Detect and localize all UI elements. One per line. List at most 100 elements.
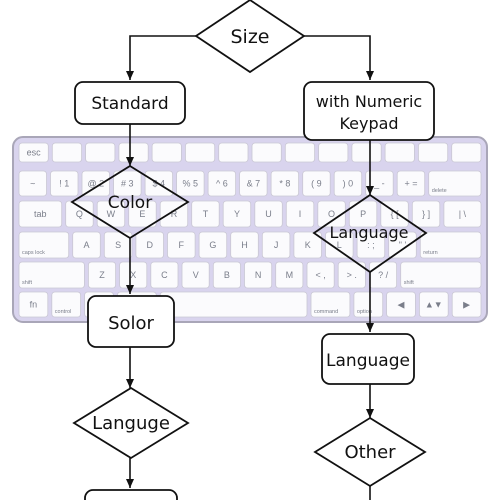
keyboard-key bbox=[254, 200, 283, 228]
keyboard-key-legend: % 5 bbox=[183, 179, 199, 189]
keyboard-key bbox=[65, 200, 94, 228]
keyboard-key bbox=[270, 170, 300, 197]
keyboard-key bbox=[51, 142, 82, 163]
keyboard-key bbox=[318, 142, 349, 163]
node-language-box: Language bbox=[321, 333, 415, 385]
keyboard-key bbox=[284, 142, 315, 163]
keyboard-key bbox=[113, 170, 142, 197]
keyboard-key bbox=[167, 231, 196, 259]
keyboard-key-legend: caps lock bbox=[22, 250, 45, 256]
keyboard-key bbox=[302, 170, 331, 197]
keyboard-key bbox=[18, 142, 49, 163]
keyboard-key bbox=[353, 291, 384, 318]
keyboard-key bbox=[388, 231, 417, 259]
keyboard-key-legend: X bbox=[130, 270, 136, 280]
keyboard-key-legend: ◀ bbox=[398, 300, 405, 310]
keyboard-key-legend: @ 2 bbox=[87, 179, 104, 189]
keyboard-key-legend: E bbox=[139, 209, 145, 219]
node-languge: Languge bbox=[72, 386, 190, 460]
keyboard-key-legend: D bbox=[146, 240, 153, 250]
keyboard-key bbox=[275, 261, 304, 289]
keyboard-key-legend: shift bbox=[404, 280, 415, 286]
keyboard-key bbox=[428, 170, 482, 197]
node-solor: Solor bbox=[87, 295, 175, 348]
flowchart-nodes: Size Standard with Numeric Keypad Color … bbox=[70, 0, 435, 500]
keyboard-key bbox=[310, 291, 351, 318]
keyboard-key-legend: ▶ bbox=[463, 300, 470, 310]
keyboard-key-legend: option bbox=[357, 309, 372, 315]
keyboard-key-legend: T bbox=[203, 209, 209, 219]
keyboard-key-legend: command bbox=[314, 309, 338, 315]
keyboard-key bbox=[51, 291, 81, 318]
keyboard-key bbox=[18, 231, 70, 259]
keyboard-key bbox=[261, 231, 291, 259]
keyboard-key bbox=[451, 142, 482, 163]
keyboard-key-legend: L bbox=[337, 240, 342, 250]
keyboard-key-legend: P bbox=[360, 209, 366, 219]
node-other: Other bbox=[313, 416, 427, 488]
keyboard-key bbox=[135, 231, 164, 259]
keyboard-key bbox=[306, 261, 335, 289]
keyboard-key bbox=[176, 170, 205, 197]
keyboard-key bbox=[184, 142, 216, 163]
keyboard-key-legend: R bbox=[171, 209, 178, 219]
keyboard-key bbox=[81, 170, 110, 197]
keyboard-key-legend: I bbox=[299, 209, 302, 219]
keyboard-key bbox=[418, 291, 449, 318]
keyboard-key bbox=[239, 170, 268, 197]
keyboard-key-legend: ▲▼ bbox=[425, 300, 443, 310]
keyboard-key-legend: control bbox=[55, 309, 72, 315]
keyboard-key-legend: esc bbox=[27, 148, 42, 158]
keyboard-key bbox=[285, 200, 315, 228]
keyboard-key-legend: ? / bbox=[378, 270, 389, 280]
keyboard-key-legend: " ' bbox=[399, 240, 407, 250]
keyboard-key-legend: O bbox=[328, 209, 335, 219]
keyboard-key bbox=[325, 231, 354, 259]
keyboard-key bbox=[348, 200, 378, 228]
keyboard-key-legend: + = bbox=[404, 179, 417, 189]
keyboard-key bbox=[118, 142, 149, 163]
keyboard-key-legend: shift bbox=[22, 280, 33, 286]
keyboard-key bbox=[88, 261, 117, 289]
node-next-partial bbox=[84, 489, 178, 500]
keyboard-key bbox=[18, 200, 63, 228]
keyboard-key-legend: J bbox=[274, 240, 279, 250]
keyboard-key bbox=[293, 231, 322, 259]
keyboard-key-legend: { [ bbox=[391, 209, 400, 219]
keyboard-key bbox=[18, 291, 49, 318]
keyboard-key bbox=[198, 231, 228, 259]
keyboard-key-legend: # 3 bbox=[121, 179, 134, 189]
keyboard-key-legend: fn bbox=[30, 300, 38, 310]
keyboard-key-legend: ( 9 bbox=[311, 179, 322, 189]
keyboard-key-legend: S bbox=[115, 240, 121, 250]
keyboard-key bbox=[443, 200, 482, 228]
keyboard-key-legend: _ - bbox=[373, 179, 385, 189]
flowchart-edges bbox=[126, 35, 374, 500]
node-color: Color bbox=[70, 164, 190, 240]
keyboard-key-legend: U bbox=[265, 209, 272, 219]
node-other-label: Other bbox=[344, 442, 396, 463]
keyboard-key-legend: ! 1 bbox=[59, 179, 69, 189]
keyboard-key-legend: } ] bbox=[422, 209, 430, 219]
keyboard-key-legend: ) 0 bbox=[343, 179, 354, 189]
keyboard-key bbox=[386, 291, 416, 318]
keyboard-key bbox=[218, 142, 249, 163]
keyboard-key-legend: Y bbox=[234, 209, 240, 219]
keyboard-key-legend: Z bbox=[99, 270, 105, 280]
keyboard-key bbox=[18, 261, 85, 289]
keyboard-key-legend: M bbox=[286, 270, 294, 280]
keyboard-key bbox=[411, 200, 441, 228]
node-languge-label: Languge bbox=[92, 413, 170, 434]
node-language-diamond: Language bbox=[312, 193, 428, 274]
keyboard-key-legend: F bbox=[179, 240, 185, 250]
node-size: Size bbox=[194, 0, 306, 74]
keyboard-key bbox=[333, 170, 363, 197]
keyboard-key bbox=[451, 291, 482, 318]
keyboard-key-legend: W bbox=[107, 209, 116, 219]
keyboard-key-legend: N bbox=[255, 270, 262, 280]
keyboard-key bbox=[337, 261, 366, 289]
keyboard-key-legend: A bbox=[83, 240, 89, 250]
edge-size-standard bbox=[126, 35, 196, 80]
node-language-diamond-label: Language bbox=[330, 223, 409, 242]
node-solor-label: Solor bbox=[108, 313, 154, 334]
